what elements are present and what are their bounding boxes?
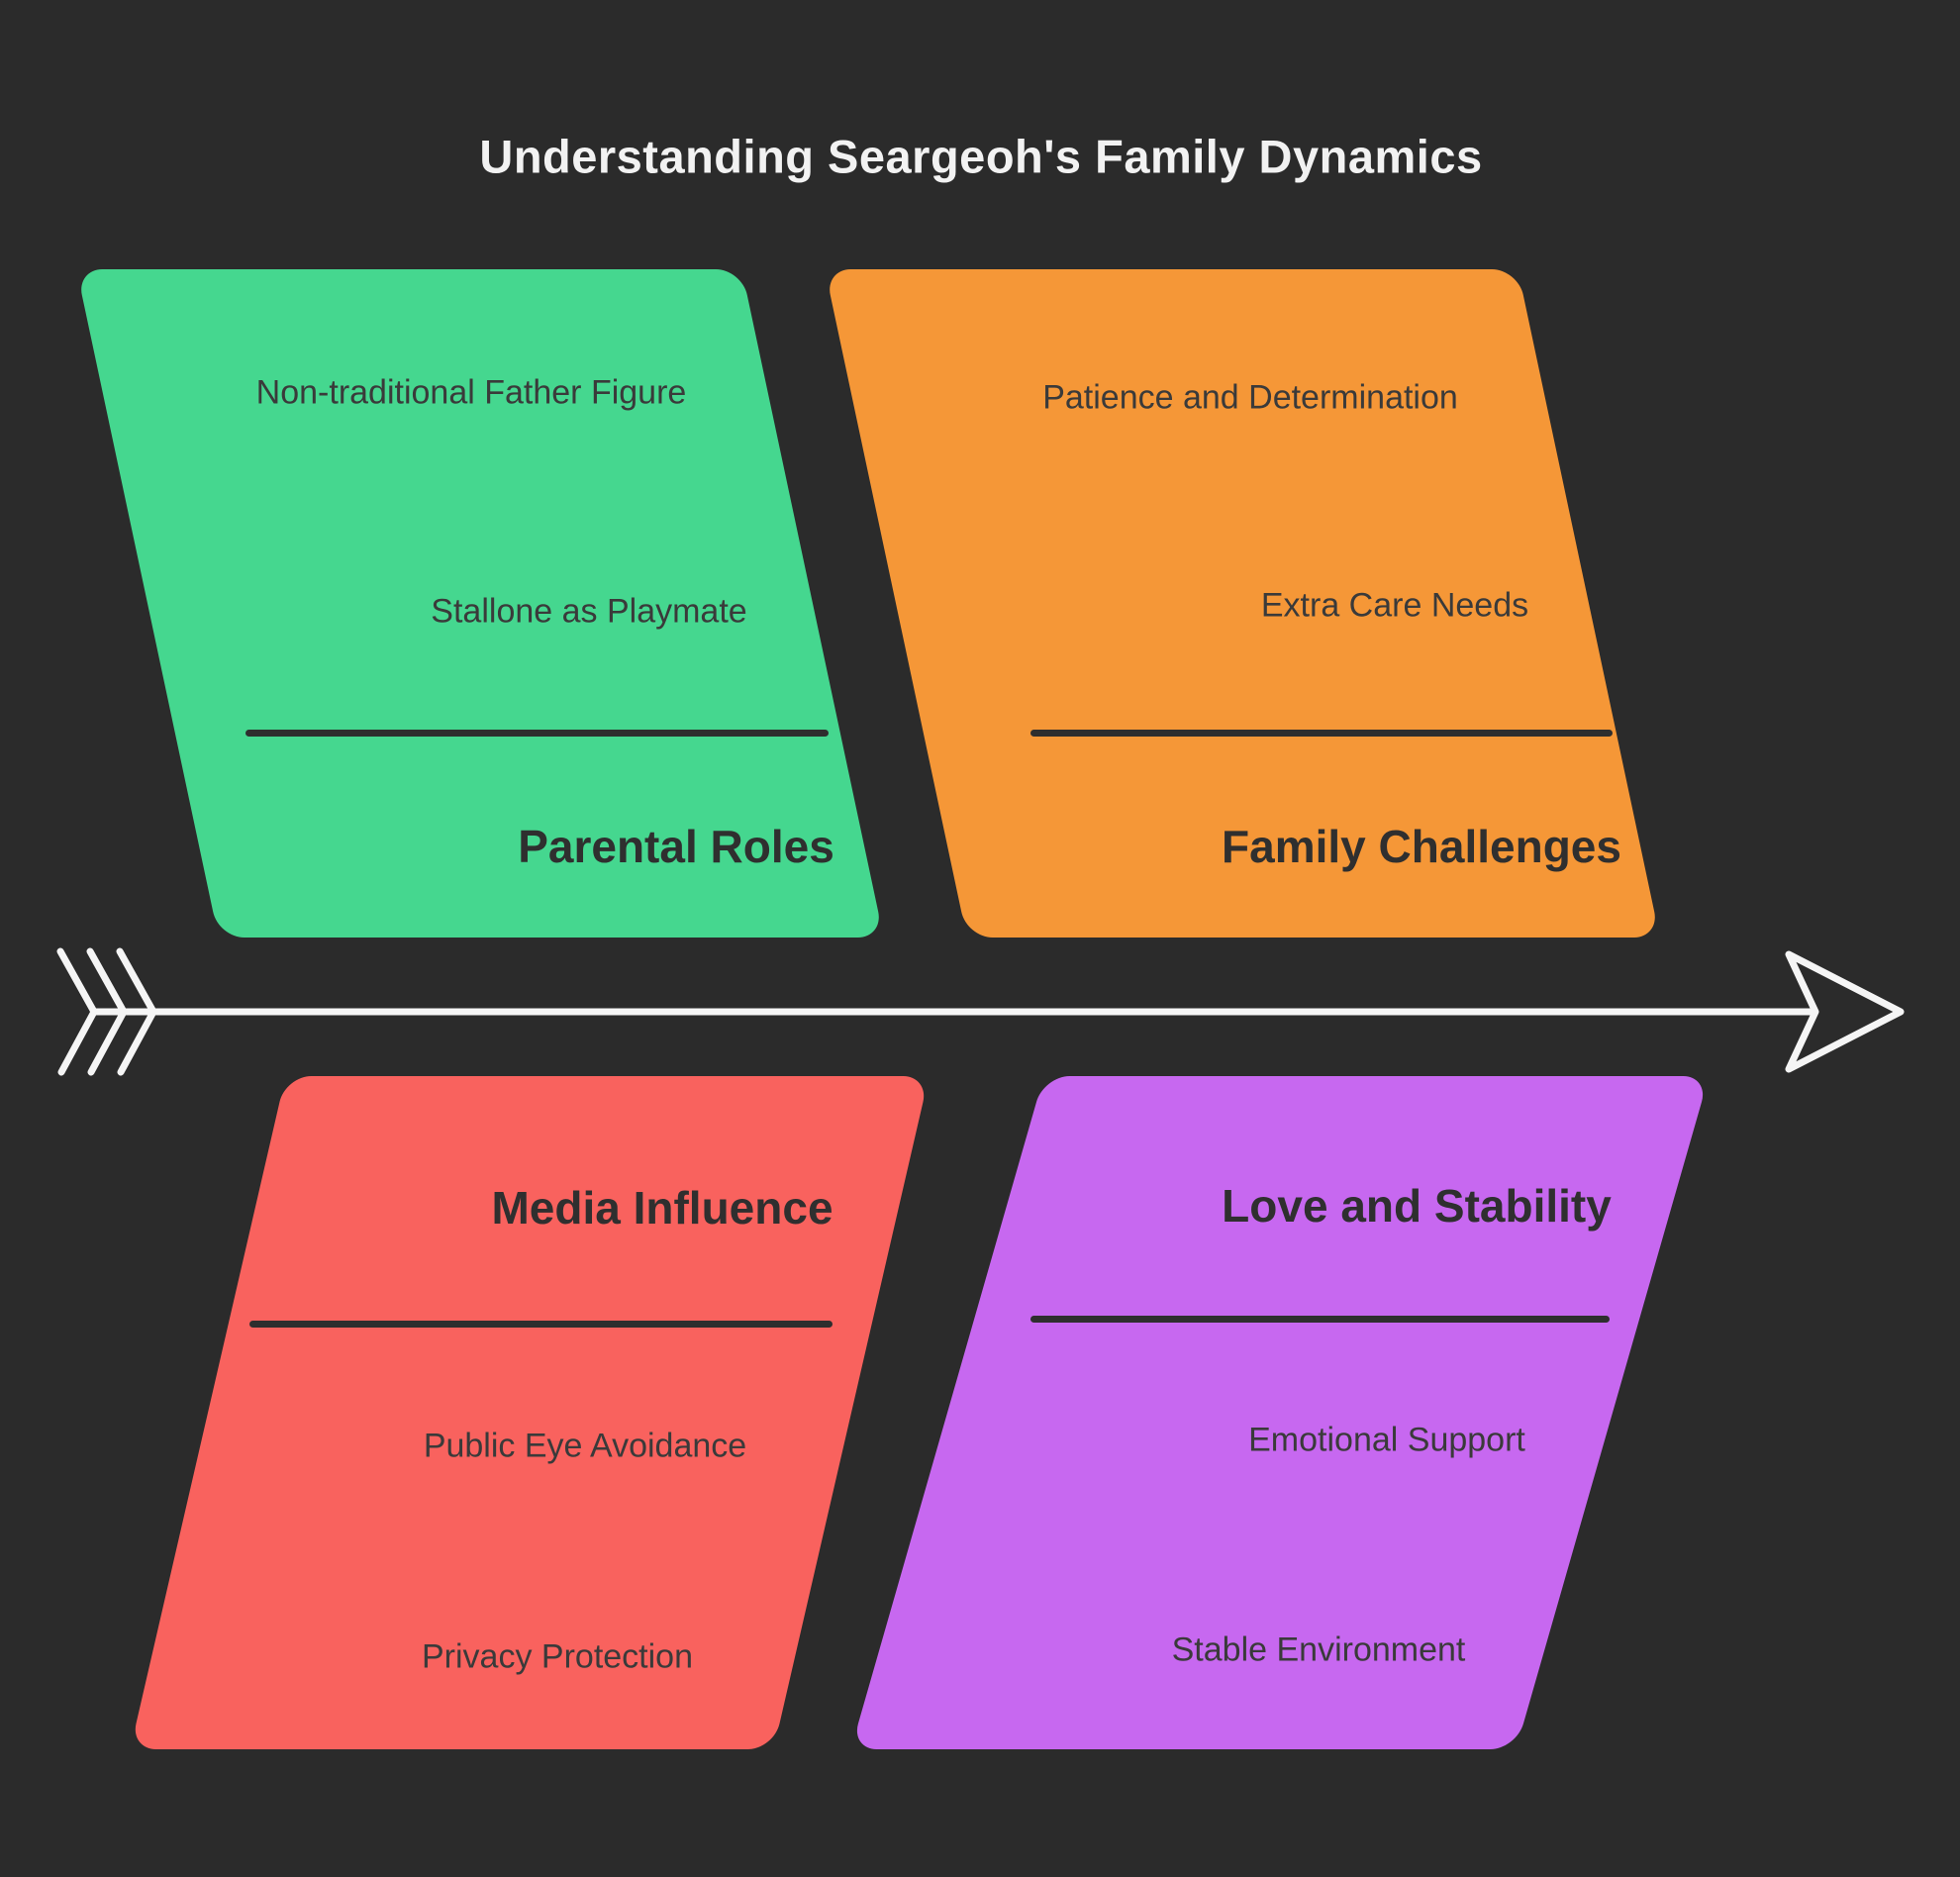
quadrant-item-public-eye-avoidance: Public Eye Avoidance [423,1427,747,1465]
quadrant-item-extra-care-needs: Extra Care Needs [1260,586,1529,625]
quadrant-item-privacy-protection: Privacy Protection [422,1637,693,1676]
arrow-feather-3 [116,947,157,1076]
quadrant-heading-media-influence: Media Influence [491,1182,833,1234]
quadrant-heading-family-challenges: Family Challenges [1222,821,1621,872]
quadrant-item-non-traditional-father-figure: Non-traditional Father Figure [255,373,687,412]
arrow-feather-1 [56,947,98,1076]
arrow-head [1785,950,1905,1073]
quadrant-divider-parental-roles [245,730,829,737]
quadrant-item-stallone-as-playmate: Stallone as Playmate [431,592,747,631]
arrow-feather-2 [86,947,128,1076]
quadrant-heading-parental-roles: Parental Roles [518,821,834,872]
quadrant-divider-media-influence [249,1321,833,1328]
quadrant-item-patience-and-determination: Patience and Determination [1042,378,1458,417]
quadrant-item-stable-environment: Stable Environment [1171,1630,1466,1669]
quadrant-heading-love-and-stability: Love and Stability [1222,1180,1612,1232]
quadrant-item-emotional-support: Emotional Support [1248,1421,1525,1459]
page-title: Understanding Seargeoh's Family Dynamics [479,130,1483,183]
quadrant-divider-love-and-stability [1030,1316,1610,1323]
quadrant-divider-family-challenges [1030,730,1613,737]
